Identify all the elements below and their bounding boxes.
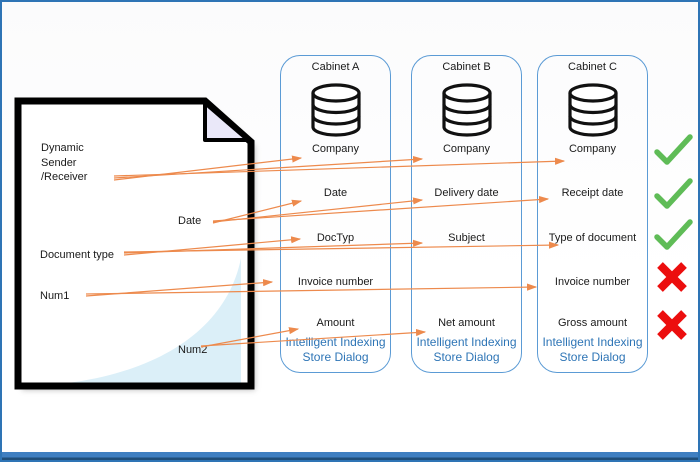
status-mark-date bbox=[652, 176, 694, 212]
doc-label-line: Sender bbox=[41, 156, 77, 169]
database-icon bbox=[310, 83, 361, 137]
doc-label-dynamic-sender: Dynamic Sender /Receiver bbox=[41, 141, 87, 185]
cabinet-c-title: Cabinet C bbox=[568, 61, 617, 73]
cabinet-b-title: Cabinet B bbox=[442, 61, 491, 73]
folded-corner-icon bbox=[203, 101, 250, 142]
cabinet-c-field-invoice: Invoice number bbox=[554, 276, 631, 288]
cabinet-c-field-doctype: Type of document bbox=[548, 232, 637, 244]
store-dialog-line: Store Dialog bbox=[559, 350, 626, 364]
cabinet-c-store-dialog: Intelligent Indexing Store Dialog bbox=[538, 335, 647, 365]
cabinet-c-field-company: Company bbox=[568, 143, 617, 155]
store-dialog-line: Store Dialog bbox=[433, 350, 500, 364]
cabinet-a-field-date: Date bbox=[323, 187, 348, 199]
cabinet-c-field-amount: Gross amount bbox=[557, 317, 628, 329]
check-icon bbox=[654, 178, 693, 209]
status-mark-amount bbox=[654, 309, 696, 345]
page-curl-highlight bbox=[68, 258, 241, 383]
cabinet-a-panel: Cabinet A Company Date DocTyp Invoice nu… bbox=[280, 55, 391, 373]
doc-label-document-type: Document type bbox=[40, 249, 114, 261]
cross-icon bbox=[657, 262, 687, 292]
frame-bottom-bar bbox=[2, 452, 698, 460]
status-mark-invoice bbox=[654, 261, 696, 297]
database-icon bbox=[441, 83, 492, 137]
cabinet-a-field-invoice: Invoice number bbox=[297, 276, 374, 288]
cabinet-b-panel: Cabinet B Company Delivery date Subject … bbox=[411, 55, 522, 373]
doc-label-line: Dynamic bbox=[41, 142, 84, 154]
doc-label-line: /Receiver bbox=[41, 171, 88, 183]
cabinet-b-field-amount: Net amount bbox=[438, 317, 495, 329]
check-icon bbox=[654, 134, 693, 165]
cabinet-c-panel: Cabinet C Company Receipt date Type of d… bbox=[537, 55, 648, 373]
cabinet-b-field-company: Company bbox=[442, 143, 491, 155]
cabinet-b-store-dialog: Intelligent Indexing Store Dialog bbox=[412, 335, 521, 365]
store-dialog-line: Intelligent Indexing bbox=[285, 335, 386, 349]
store-dialog-line: Store Dialog bbox=[302, 350, 369, 364]
check-icon bbox=[654, 219, 693, 250]
cabinet-a-title: Cabinet A bbox=[311, 61, 360, 73]
store-dialog-line: Intelligent Indexing bbox=[542, 335, 643, 349]
cabinet-c-field-date: Receipt date bbox=[561, 187, 624, 199]
doc-label-date: Date bbox=[178, 215, 202, 227]
doc-label-num2: Num2 bbox=[178, 344, 208, 356]
status-mark-doctype bbox=[652, 217, 694, 253]
cabinet-a-field-company: Company bbox=[311, 143, 360, 155]
status-mark-company bbox=[652, 132, 694, 168]
database-icon bbox=[567, 83, 618, 137]
cabinet-a-field-amount: Amount bbox=[316, 317, 355, 329]
store-dialog-line: Intelligent Indexing bbox=[416, 335, 517, 349]
cabinet-a-field-doctype: DocTyp bbox=[316, 232, 355, 244]
cabinet-a-store-dialog: Intelligent Indexing Store Dialog bbox=[281, 335, 390, 365]
cabinet-b-field-doctype: Subject bbox=[448, 232, 485, 244]
cross-icon bbox=[657, 310, 687, 340]
cabinet-b-field-date: Delivery date bbox=[434, 187, 499, 199]
doc-label-num1: Num1 bbox=[40, 290, 70, 302]
